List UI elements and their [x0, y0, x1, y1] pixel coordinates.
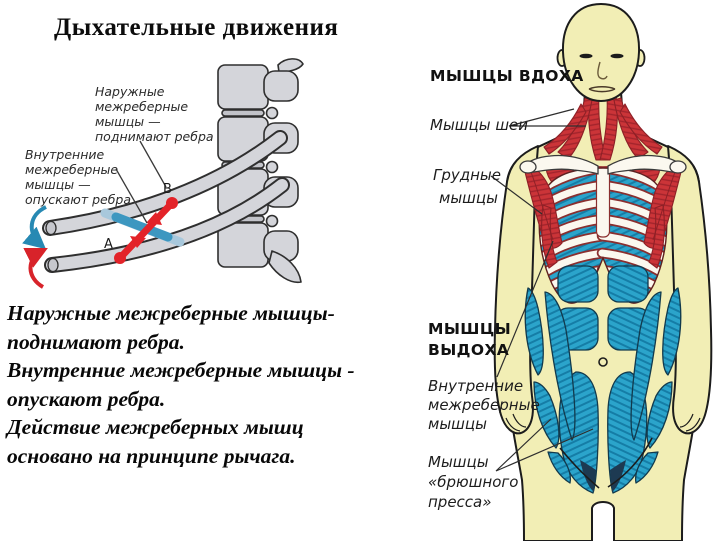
abdominal-press-label: Мышцы «брюшного пресса» [428, 453, 519, 511]
external-intercostal-label: Наружные межреберные мышцы — поднимают р… [95, 84, 214, 144]
navel [598, 357, 608, 367]
exhale-muscles-header: МЫШЦЫ ВЫДОХА [428, 320, 512, 359]
abdominal-muscles [524, 265, 599, 494]
figure-label-pointers [490, 108, 594, 472]
internal-intercostal-figure-label: Внутренние межреберные мышцы [428, 377, 540, 433]
left-eye [579, 53, 593, 59]
internal-label-pointer [115, 168, 148, 224]
clavicle [519, 154, 599, 175]
page-title: Дыхательные движения [54, 14, 339, 41]
internal-intercostal-label: Внутренние межреберные мышцы — опускают … [25, 147, 132, 207]
right-eye [610, 53, 624, 59]
chest-muscles-label: Грудные мышцы [433, 166, 502, 207]
neck-muscles-label: Мышцы шеи [430, 116, 529, 134]
figure-head [556, 2, 646, 103]
sternum [595, 168, 611, 238]
internal-intercostal-band [100, 208, 185, 247]
nose [597, 61, 608, 80]
external-intercostal-band [114, 197, 178, 264]
point-a-label: A [104, 237, 113, 252]
point-b-label: B [163, 182, 172, 197]
inhale-muscles-header: МЫШЦЫ ВДОХА [430, 67, 584, 85]
external-label-pointer [139, 140, 167, 188]
summary-text: Наружные межреберные мышцы- поднимают ре… [7, 301, 355, 468]
rib-lever-diagram: B A [22, 58, 304, 289]
rib-lower-arrow-icon [22, 205, 47, 250]
pectoral-muscles [524, 163, 563, 269]
inguinal-lines [559, 437, 653, 489]
mouth [588, 86, 616, 93]
neck-muscles [543, 95, 607, 161]
muscle-figure [490, 2, 713, 541]
rib-raise-arrow-icon [23, 248, 48, 289]
